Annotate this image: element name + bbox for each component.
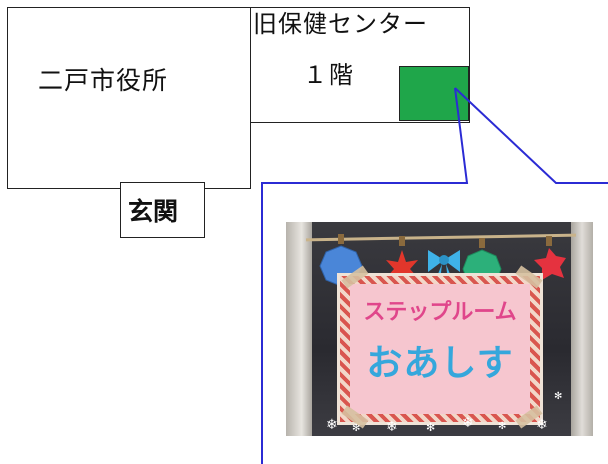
red-star-icon [386,250,418,288]
sign-name: おあしす [366,343,514,384]
old-health-center-label: 旧保健センター [253,10,428,38]
clip-icon [399,236,405,246]
entrance-box [120,182,205,238]
callout-line-left [261,87,469,464]
city-hall-label: 二戸市役所 [38,66,169,95]
city-hall-building [7,7,251,189]
entrance-label: 玄関 [128,197,179,226]
snowflake-icon: ❄ [326,417,338,433]
photo-frame-left [286,222,312,436]
snowflake-icon: ❄ [462,415,474,431]
clip-icon [338,234,344,244]
sign-title: ステップルーム [363,300,517,325]
floor-label: １階 [303,61,355,89]
snowflake-icon: ✻ [554,391,563,402]
red-ornament-icon [534,248,566,280]
snowflake-icon: ❄ [386,419,398,435]
snowflake-icon: ✻ [498,421,507,432]
callout-line-right [454,87,608,184]
sign-board: ステップルーム おあしす [350,284,530,414]
clip-icon [546,236,552,246]
snowflake-icon: ❄ [536,417,548,433]
snowflake-icon: ✻ [352,423,361,434]
sign-photo: ステップルーム おあしす ❄ ✻ ❄ ✻ ❄ ✻ ❄ ✻ [286,222,593,436]
clip-icon [479,238,485,248]
photo-frame-right [571,222,593,436]
snowflake-icon: ✻ [426,421,436,434]
